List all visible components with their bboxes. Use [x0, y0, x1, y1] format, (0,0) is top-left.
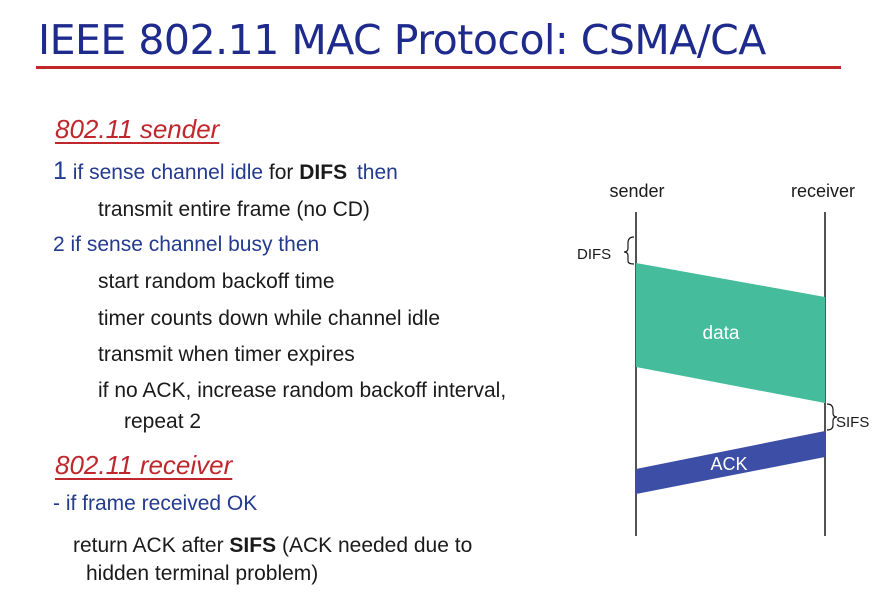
receiver-sifs: SIFS: [229, 534, 277, 557]
rule-1-difs: DIFS: [299, 161, 348, 184]
rule-2-step: start random backoff time: [98, 270, 335, 293]
rule-2: 2 if sense channel busy then: [53, 233, 320, 256]
receiver-condition: - if frame received OK: [53, 492, 258, 515]
rule-2-step: timer counts down while channel idle: [98, 307, 441, 330]
rule-1: 1 if sense channel idle for DIFS then: [53, 157, 398, 186]
data-label: data: [703, 323, 740, 344]
rule-2-tail: repeat 2: [124, 410, 202, 433]
sender-heading: 802.11 sender: [55, 114, 220, 144]
receiver-return-a: return ACK after: [73, 534, 224, 557]
rule-2-step: transmit when timer expires: [98, 343, 355, 366]
receiver-return: return ACK after SIFS (ACK needed due to: [73, 534, 472, 558]
title-underline: [36, 66, 841, 69]
data-frame: [636, 263, 825, 403]
rule-2-step: if no ACK, increase random backoff inter…: [98, 379, 507, 402]
ack-frame: [636, 431, 825, 494]
rule-1-then: then: [356, 161, 398, 184]
rule-1-condition: if sense channel idle: [72, 161, 264, 184]
difs-brace: [623, 236, 635, 265]
receiver-heading: 802.11 receiver: [55, 450, 233, 480]
sifs-label: SIFS: [836, 414, 869, 431]
receiver-label: receiver: [791, 181, 855, 201]
rule-1-for: for: [268, 161, 294, 184]
ack-label: ACK: [710, 454, 747, 474]
slide-title: IEEE 802.11 MAC Protocol: CSMA/CA: [38, 16, 766, 64]
receiver-return-c: hidden terminal problem): [86, 562, 319, 585]
rule-1-number: 1: [53, 157, 67, 185]
sifs-brace: [826, 403, 838, 431]
sender-label: sender: [609, 181, 664, 201]
difs-label: DIFS: [577, 246, 611, 263]
receiver-return-b: (ACK needed due to: [281, 534, 473, 557]
rule-1-action: transmit entire frame (no CD): [98, 198, 370, 221]
